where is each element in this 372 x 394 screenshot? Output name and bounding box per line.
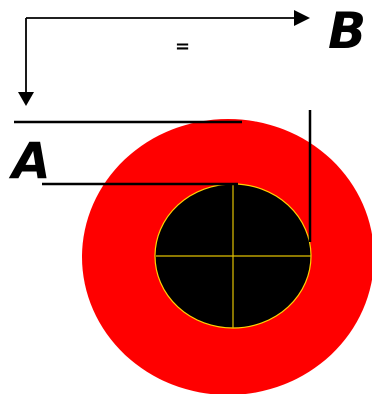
arrow-down-head	[18, 92, 34, 106]
label-a: A	[8, 132, 51, 190]
equals-sign: =	[175, 36, 190, 57]
arrow-right-head	[294, 10, 310, 26]
label-b: B	[328, 2, 366, 60]
